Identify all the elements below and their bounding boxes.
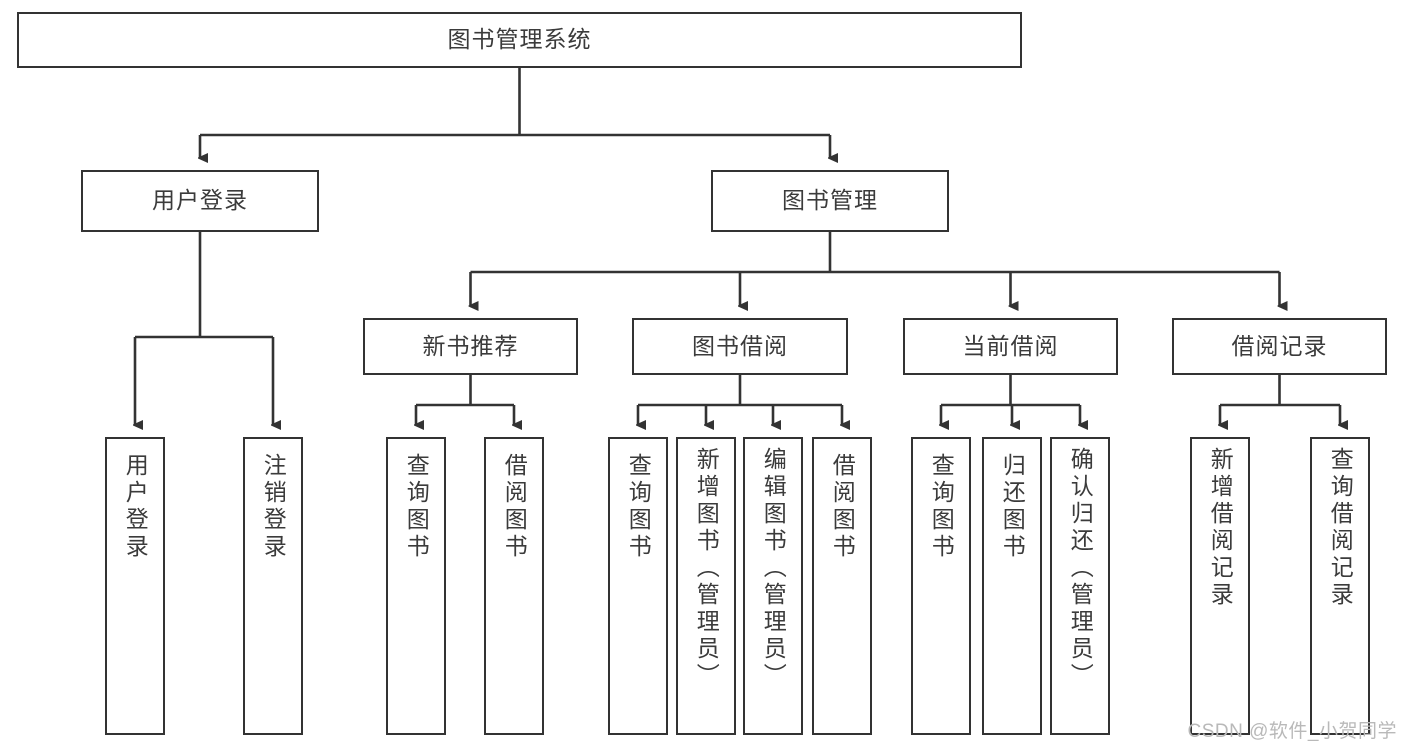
leaf-logout[interactable]: 注销登录 (243, 437, 303, 735)
leaf-query-books-current[interactable]: 查询图书 (911, 437, 971, 735)
leaf-query-books-borrow[interactable]: 查询图书 (608, 437, 668, 735)
leaf-logout-label: 注销登录 (260, 453, 287, 561)
leaf-query-books-borrow-label: 查询图书 (625, 453, 652, 561)
leaf-borrow-books-borrow-label: 借阅图书 (829, 453, 856, 561)
node-user-login[interactable]: 用户登录 (81, 170, 319, 232)
leaf-confirm-return-admin-label: 确认归还（管理员） (1067, 447, 1094, 690)
leaf-edit-book-admin[interactable]: 编辑图书（管理员） (743, 437, 803, 735)
leaf-return-books[interactable]: 归还图书 (982, 437, 1042, 735)
csdn-watermark: CSDN @软件_小贺同学 (1187, 721, 1397, 742)
leaf-add-book-admin-label: 新增图书（管理员） (693, 447, 720, 690)
leaf-borrow-books-newbooks[interactable]: 借阅图书 (484, 437, 544, 735)
leaf-user-login-label: 用户登录 (122, 453, 149, 561)
node-book-management-label: 图书管理 (782, 187, 878, 214)
leaf-confirm-return-admin[interactable]: 确认归还（管理员） (1050, 437, 1110, 735)
node-book-borrow[interactable]: 图书借阅 (632, 318, 848, 375)
leaf-user-login[interactable]: 用户登录 (105, 437, 165, 735)
node-current-borrow-label: 当前借阅 (962, 332, 1059, 359)
node-root-label: 图书管理系统 (447, 26, 592, 53)
leaf-add-borrow-record-label: 新增借阅记录 (1207, 447, 1234, 609)
leaf-query-books-current-label: 查询图书 (928, 453, 955, 561)
leaf-borrow-books-newbooks-label: 借阅图书 (501, 453, 528, 561)
leaf-edit-book-admin-label: 编辑图书（管理员） (760, 447, 787, 690)
node-new-book-recommend[interactable]: 新书推荐 (363, 318, 578, 375)
node-book-management[interactable]: 图书管理 (711, 170, 949, 232)
leaf-borrow-books-borrow[interactable]: 借阅图书 (812, 437, 872, 735)
node-book-borrow-label: 图书借阅 (692, 332, 788, 359)
node-borrow-records[interactable]: 借阅记录 (1172, 318, 1387, 375)
node-root[interactable]: 图书管理系统 (17, 12, 1022, 68)
leaf-query-books-newbooks[interactable]: 查询图书 (386, 437, 446, 735)
leaf-query-books-newbooks-label: 查询图书 (403, 453, 430, 561)
leaf-return-books-label: 归还图书 (999, 453, 1026, 561)
node-borrow-records-label: 借阅记录 (1231, 332, 1328, 359)
node-current-borrow[interactable]: 当前借阅 (903, 318, 1118, 375)
leaf-add-borrow-record[interactable]: 新增借阅记录 (1190, 437, 1250, 735)
leaf-query-borrow-record-label: 查询借阅记录 (1327, 447, 1354, 609)
node-new-book-recommend-label: 新书推荐 (422, 332, 519, 359)
leaf-add-book-admin[interactable]: 新增图书（管理员） (676, 437, 736, 735)
node-user-login-label: 用户登录 (152, 187, 248, 214)
leaf-query-borrow-record[interactable]: 查询借阅记录 (1310, 437, 1370, 735)
